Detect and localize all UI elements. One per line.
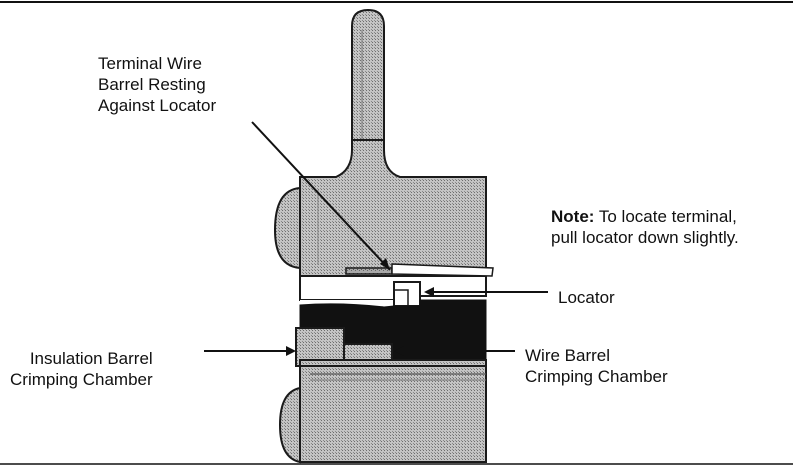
note-label: Note: To locate terminal, pull locator d… <box>551 206 739 248</box>
terminal-label-line2: Barrel Resting <box>98 75 206 94</box>
wire-label-line2: Crimping Chamber <box>525 367 668 386</box>
insulation-label-line2: Crimping Chamber <box>10 370 153 389</box>
note-bold: Note: <box>551 207 595 226</box>
terminal-leader-line <box>251 121 391 271</box>
locator-text: Locator <box>558 288 615 307</box>
wire-label-line1: Wire Barrel <box>525 346 611 365</box>
note-line1: Note: To locate terminal, <box>551 206 739 227</box>
note-text1: To locate terminal, <box>594 207 737 226</box>
terminal-tongue <box>391 263 494 277</box>
terminal-barrel <box>345 267 393 275</box>
upper-die-body <box>299 139 487 277</box>
terminal-label-line3: Against Locator <box>98 96 217 115</box>
locator-label: Locator <box>558 287 615 308</box>
insulation-barrel-label: Insulation Barrel Crimping Chamber <box>10 348 153 390</box>
lower-die-body <box>299 359 487 463</box>
terminal-label-line1: Terminal Wire <box>98 54 202 73</box>
wire-barrel-label: Wire Barrel Crimping Chamber <box>525 345 668 387</box>
terminal-wire-barrel-label: Terminal Wire Barrel Resting Against Loc… <box>98 53 216 116</box>
insulation-label-line1: Insulation Barrel <box>29 349 153 368</box>
upper-side-knob <box>273 186 301 270</box>
note-line2: pull locator down slightly. <box>551 228 739 247</box>
lower-side-knob <box>278 386 301 464</box>
locator-block <box>393 281 421 307</box>
